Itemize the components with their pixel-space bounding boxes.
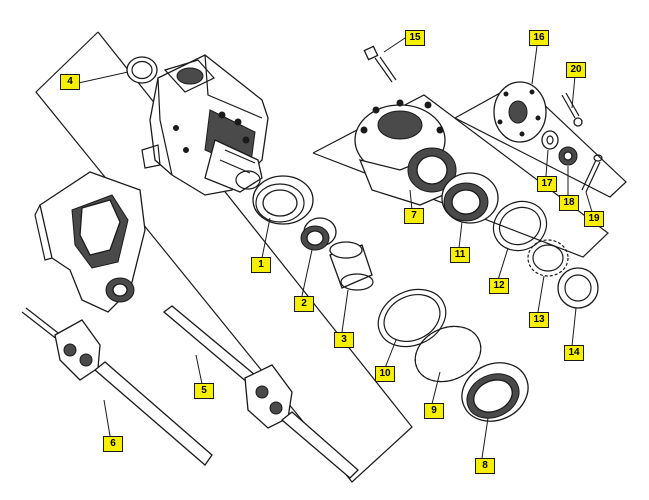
part-2-needle-bearing: [300, 217, 337, 251]
part-14-locknut: [557, 267, 599, 309]
callout-12: 12: [489, 278, 509, 294]
callout-8: 8: [475, 458, 495, 474]
leader-lines: [73, 37, 593, 459]
part-1-oil-seal: [252, 175, 314, 225]
part-6-halfshaft-short: [21, 307, 213, 466]
callout-13: 13: [529, 312, 549, 328]
callout-20: 20: [566, 62, 586, 78]
callout-17: 17: [537, 176, 557, 192]
part-18-castle-nut: [558, 146, 578, 166]
callout-6: 6: [103, 436, 123, 452]
part-10-large-seal: [377, 288, 447, 348]
part-15-stud: [363, 45, 397, 83]
callout-7: 7: [404, 208, 424, 224]
callout-2: 2: [294, 296, 314, 312]
callout-3: 3: [334, 332, 354, 348]
part-9-gasket: [414, 325, 482, 383]
part-17-washer: [541, 130, 559, 150]
swivel-housing: [141, 54, 269, 196]
part-5-halfshaft-long: [162, 305, 359, 479]
callout-4: 4: [60, 74, 80, 90]
part-20-bolt: [561, 92, 583, 127]
callout-9: 9: [424, 403, 444, 419]
part-3-bush: [329, 241, 374, 291]
callout-5: 5: [194, 383, 214, 399]
callout-18: 18: [559, 195, 579, 211]
part-11-taper-bearing: [441, 172, 499, 224]
axle-beam-knuckle: [34, 171, 146, 313]
part-12-oil-seal: [492, 200, 548, 252]
callout-16: 16: [529, 30, 549, 46]
part-19-split-pin: [581, 154, 603, 193]
callout-10: 10: [375, 366, 395, 382]
part-16-drive-flange: [493, 81, 547, 143]
callout-11: 11: [450, 247, 470, 263]
callout-15: 15: [405, 30, 425, 46]
part-8-bearing-cup: [461, 362, 529, 422]
callout-1: 1: [251, 257, 271, 273]
callout-19: 19: [584, 211, 604, 227]
part-13-lock-washer: [527, 239, 569, 277]
callout-14: 14: [564, 345, 584, 361]
part-4-oring-seal: [126, 56, 158, 84]
part-7-wheel-hub: [354, 99, 457, 206]
